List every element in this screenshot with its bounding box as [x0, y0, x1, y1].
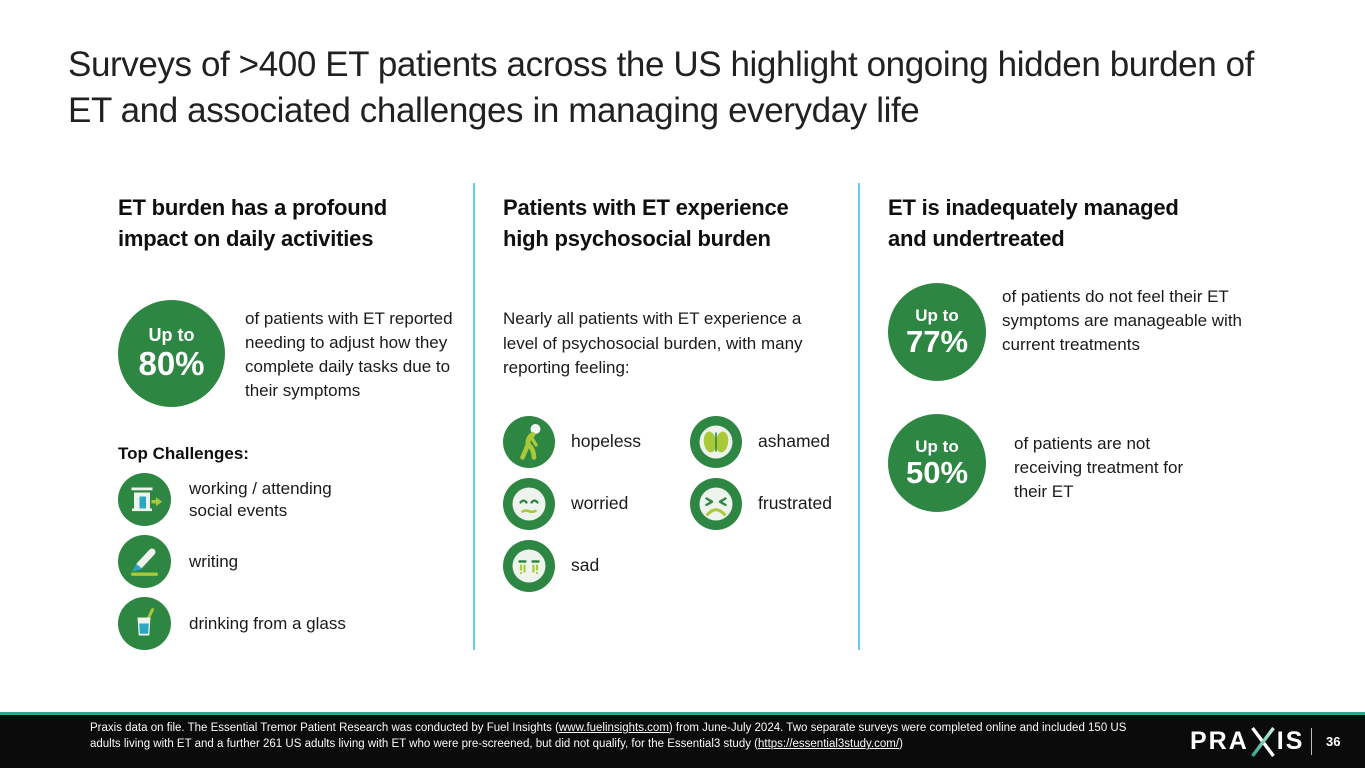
feeling-label: frustrated [758, 493, 832, 514]
fuelinsights-link[interactable]: www.fuelinsights.com [558, 722, 669, 734]
challenge-item-working: working / attending social events [118, 473, 463, 527]
praxis-logo: PRA IS [1190, 715, 1304, 768]
citation-text-3: ) [899, 738, 903, 751]
praxis-x-icon [1250, 726, 1275, 757]
challenge-item-drinking: drinking from a glass [118, 597, 463, 651]
ashamed-face-icon [690, 415, 742, 468]
challenge-item-writing: writing [118, 535, 463, 589]
stat-description: of patients do not feel their ET symptom… [1002, 287, 1243, 355]
pencil-icon [118, 535, 171, 589]
column-divider-1 [473, 183, 475, 650]
stat-description: of patients are not receiving treatment … [1014, 434, 1184, 502]
footer-citation: Praxis data on file. The Essential Tremo… [90, 720, 1135, 753]
psychosocial-intro-text: Nearly all patients with ET experience a… [503, 309, 803, 377]
stat-value: 77% [905, 324, 969, 360]
citation-text-1: Praxis data on file. The Essential Tremo… [90, 722, 559, 734]
feeling-item-sad: sad [503, 539, 690, 592]
feeling-item-hopeless: hopeless [503, 415, 690, 468]
essential3study-link[interactable]: https://essential3study.com/ [758, 738, 900, 751]
footer-bar: Praxis data on file. The Essential Tremo… [0, 712, 1365, 768]
footer-logo-divider [1311, 728, 1312, 755]
challenge-label: writing [189, 551, 239, 571]
stat-80: Up to 80% of patients with ET reported n… [118, 300, 463, 408]
stat-prefix: Up to [915, 436, 959, 456]
feeling-label: sad [571, 555, 600, 576]
column-2-heading: Patients with ET experience high psychos… [503, 195, 789, 252]
sad-face-icon [503, 539, 555, 592]
storefront-arrow-icon [118, 473, 171, 527]
column-daily-activities: ET burden has a profound impact on daily… [118, 192, 463, 651]
feeling-label: hopeless [571, 431, 642, 452]
feeling-label: worried [571, 493, 629, 514]
stat-77: Up to 77% of patients do not feel their … [888, 283, 1353, 382]
column-undertreated: ET is inadequately managed and undertrea… [888, 192, 1353, 513]
feelings-grid: hopeless ashamed [503, 415, 853, 592]
challenge-label: working / attending social events [189, 478, 332, 520]
stat-circle-77: Up to 77% [888, 283, 986, 382]
slide-title: Surveys of >400 ET patients across the U… [68, 45, 1255, 131]
challenge-label: drinking from a glass [189, 613, 346, 633]
feeling-item-ashamed: ashamed [690, 415, 853, 468]
column-3-heading: ET is inadequately managed and undertrea… [888, 195, 1179, 252]
hopeless-person-icon [503, 415, 555, 468]
worried-face-icon [503, 477, 555, 530]
page-number: 36 [1326, 734, 1341, 749]
stat-circle-50: Up to 50% [888, 414, 986, 513]
frustrated-face-icon [690, 477, 742, 530]
column-divider-2 [858, 183, 860, 650]
feeling-item-worried: worried [503, 477, 690, 530]
stat-circle-80: Up to 80% [118, 300, 225, 408]
citation-text-2: ) from June-July 2024. Two separate surv… [90, 722, 1127, 751]
stat-prefix: Up to [148, 325, 195, 346]
praxis-logo-pra: PRA [1190, 727, 1249, 755]
stat-value: 80% [138, 345, 205, 383]
column-1-heading: ET burden has a profound impact on daily… [118, 195, 387, 252]
stat-description: of patients with ET reported needing to … [245, 309, 453, 400]
stat-prefix: Up to [915, 305, 959, 325]
feeling-label: ashamed [758, 431, 830, 452]
feeling-item-frustrated: frustrated [690, 477, 853, 530]
top-challenges-title: Top Challenges: [118, 444, 249, 464]
column-psychosocial-burden: Patients with ET experience high psychos… [503, 192, 853, 592]
stat-50: Up to 50% of patients are not receiving … [888, 414, 1353, 513]
drinking-glass-icon [118, 597, 171, 651]
stat-value: 50% [905, 455, 969, 491]
praxis-logo-is: IS [1276, 727, 1305, 755]
